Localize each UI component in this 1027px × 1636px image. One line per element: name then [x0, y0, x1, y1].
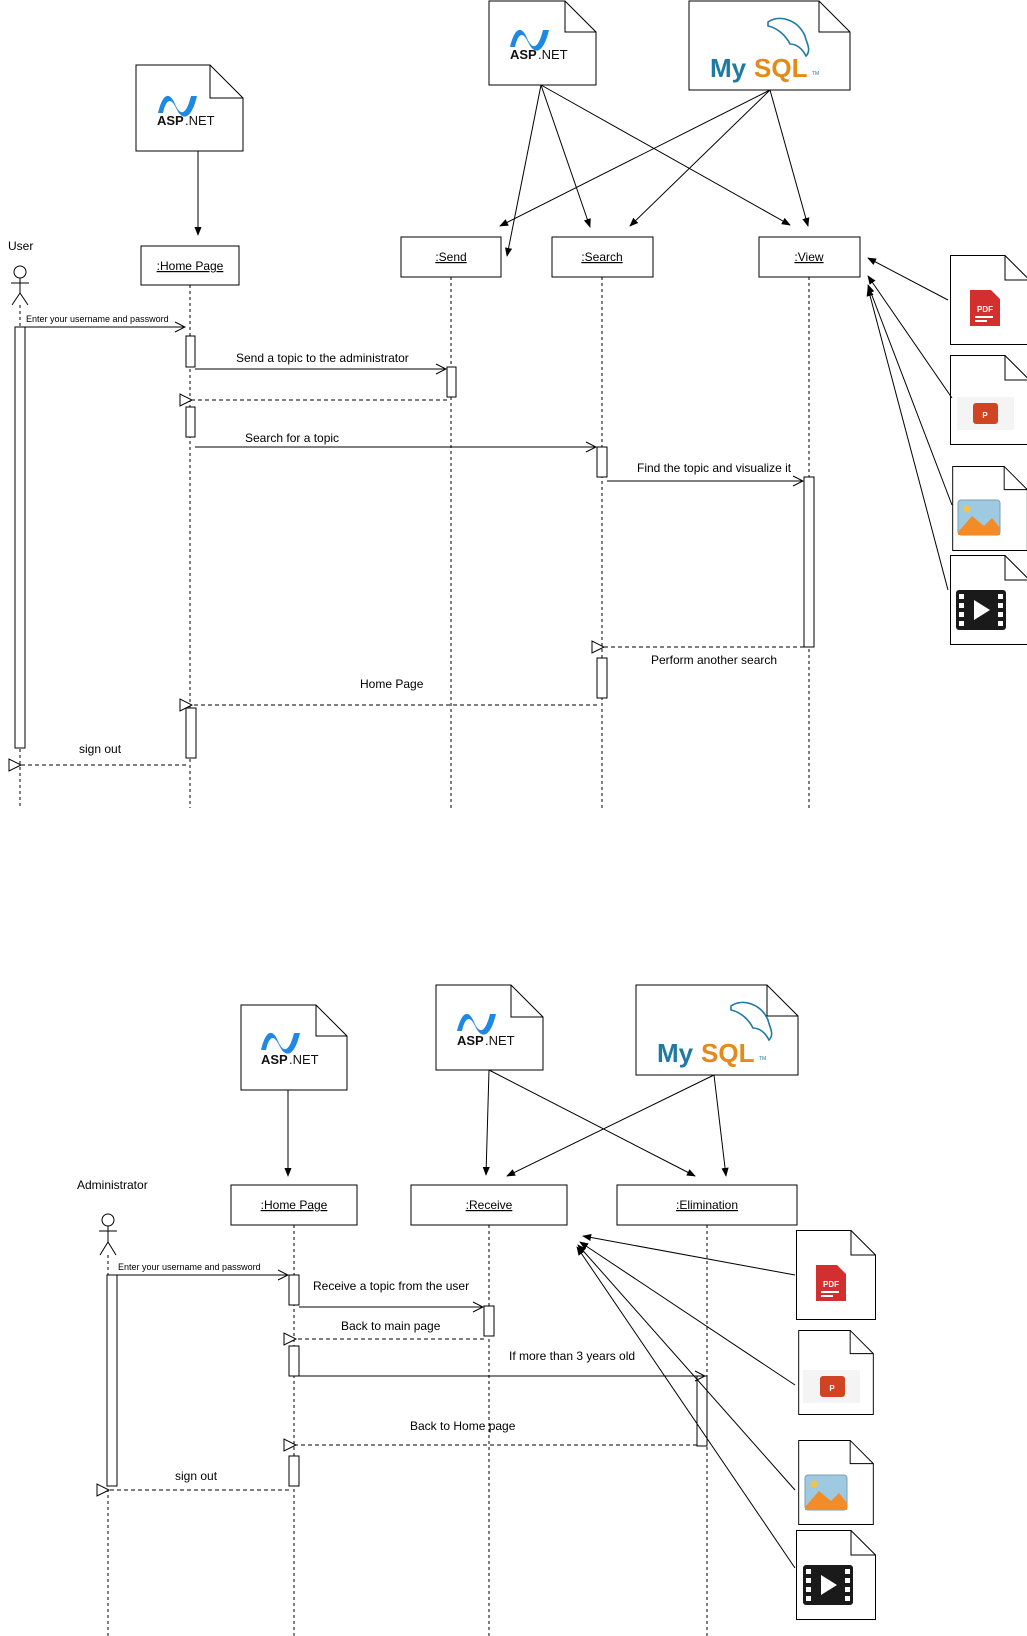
activation-bars-admin [106, 1274, 708, 1487]
msg-another-search: Perform another search [651, 653, 777, 667]
msg-back-home: Back to Home page [410, 1419, 516, 1433]
msg-find-topic: Find the topic and visualize it [637, 461, 792, 475]
msg-send-topic: Send a topic to the administrator [236, 351, 409, 365]
asp-logo-text: ASP [157, 113, 184, 128]
powerpoint-file-icon: P [950, 355, 1027, 445]
svg-text:.NET: .NET [185, 113, 215, 128]
svg-text::Elimination: :Elimination [676, 1198, 738, 1212]
diagram-user: ASP .NET ASP .NET My SQL TM User [8, 0, 1027, 808]
lifeline-send: :Send [400, 236, 502, 278]
msg-login: Enter your username and password [26, 314, 169, 324]
mysql-logo-services-admin: My SQL TM [635, 984, 799, 1076]
msg-home-page: Home Page [360, 677, 424, 691]
image-file-icon [952, 466, 1027, 551]
svg-text::Home Page: :Home Page [157, 259, 224, 273]
video-file-icon [796, 1530, 876, 1620]
msg-search-topic: Search for a topic [245, 431, 339, 445]
dolphin-icon [767, 17, 810, 58]
asp-wave-icon [457, 1013, 496, 1035]
msg-back-main: Back to main page [341, 1319, 441, 1333]
lifeline-view: :View [758, 236, 861, 278]
messages-admin [109, 1275, 705, 1490]
svg-text:P: P [829, 1384, 835, 1393]
video-file-icon [950, 555, 1027, 645]
svg-text:TM: TM [812, 71, 819, 77]
activation-bars [14, 326, 815, 759]
logo-connectors-admin [284, 1069, 729, 1177]
actor-label-administrator: Administrator [77, 1178, 148, 1192]
svg-text:P: P [982, 411, 988, 420]
svg-text::Search: :Search [581, 250, 622, 264]
svg-text:ASP: ASP [261, 1052, 288, 1067]
pdf-file-icon: PDF [950, 255, 1027, 345]
svg-text::Send: :Send [435, 250, 466, 264]
lifeline-receive: :Receive [410, 1184, 568, 1226]
logo-connectors [194, 84, 810, 257]
msg-sign-out: sign out [79, 742, 122, 756]
msg-login-admin: Enter your username and password [118, 1262, 261, 1272]
svg-text:.NET: .NET [538, 47, 568, 62]
actor-label-user: User [8, 239, 33, 253]
mysql-logo-services: My SQL TM [688, 0, 851, 91]
svg-text:My: My [710, 53, 747, 83]
asp-net-logo-home: ASP .NET [135, 64, 244, 152]
asp-net-logo-services-admin: ASP .NET [435, 984, 544, 1071]
pdf-file-icon: PDF [796, 1230, 876, 1320]
svg-text::Receive: :Receive [466, 1198, 513, 1212]
asp-net-logo-home-admin: ASP .NET [240, 1004, 348, 1091]
lifeline-dashes [19, 277, 810, 808]
file-connectors [866, 257, 953, 591]
powerpoint-file-icon: P [798, 1330, 874, 1415]
svg-text:PDF: PDF [977, 305, 993, 314]
diagram-administrator: ASP .NET ASP .NET My SQL TM Administrato… [77, 984, 876, 1636]
svg-text:.NET: .NET [485, 1033, 515, 1048]
svg-text:SQL: SQL [754, 53, 808, 83]
msg-sign-out-admin: sign out [175, 1469, 218, 1483]
svg-text::Home Page: :Home Page [261, 1198, 328, 1212]
svg-text::View: :View [794, 250, 823, 264]
svg-text:SQL: SQL [701, 1038, 755, 1068]
msg-receive-topic: Receive a topic from the user [313, 1279, 469, 1293]
messages [21, 327, 804, 765]
asp-wave-icon [510, 29, 549, 51]
svg-text:.NET: .NET [289, 1052, 319, 1067]
lifeline-home-page: :Home Page [140, 245, 240, 286]
lifeline-home-page-admin: :Home Page [230, 1184, 358, 1226]
lifeline-search: :Search [551, 236, 654, 278]
lifeline-elimination: :Elimination [616, 1184, 798, 1226]
asp-wave-icon [261, 1032, 300, 1054]
svg-text:My: My [657, 1038, 694, 1068]
dolphin-icon [730, 1001, 773, 1042]
file-connectors-admin [576, 1233, 796, 1569]
svg-text:PDF: PDF [823, 1280, 839, 1289]
asp-wave-icon [158, 95, 197, 117]
svg-text:TM: TM [759, 1056, 766, 1062]
asp-net-logo-services: ASP .NET [488, 0, 597, 86]
svg-text:ASP: ASP [457, 1033, 484, 1048]
svg-text:ASP: ASP [510, 47, 537, 62]
user-actor-icon [11, 265, 29, 306]
administrator-actor-icon [99, 1213, 117, 1256]
image-file-icon [798, 1440, 874, 1525]
msg-older: If more than 3 years old [509, 1349, 635, 1363]
